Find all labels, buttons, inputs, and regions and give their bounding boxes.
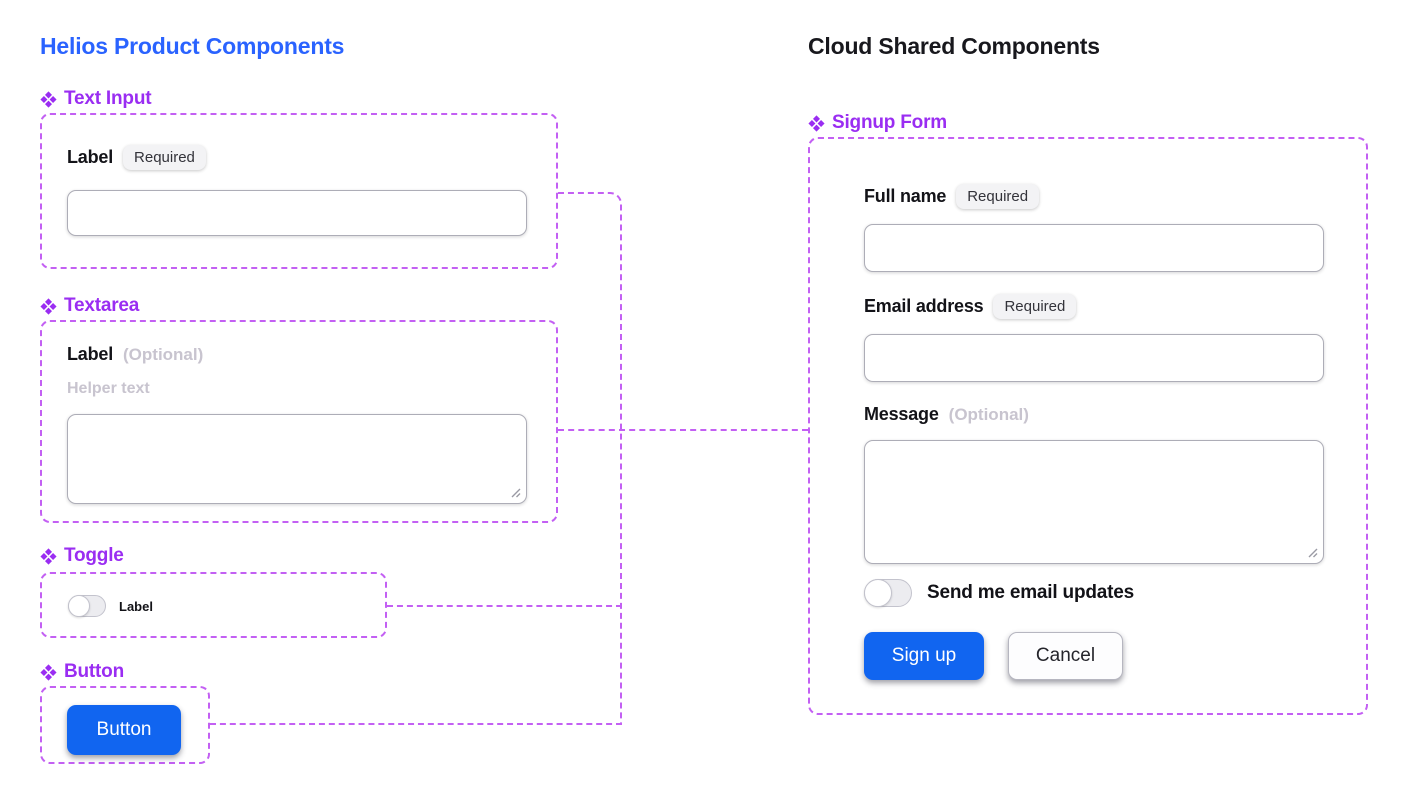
field-label: Message [864, 404, 939, 424]
full-name-input[interactable] [864, 224, 1324, 272]
field-label: Label [67, 344, 114, 364]
component-icon [40, 547, 57, 565]
component-name: Button [64, 661, 124, 682]
connector-text-input-trunk [558, 192, 622, 725]
textarea-component-frame: Label (Optional) Helper text [40, 320, 558, 523]
toggle-label: Label [119, 598, 153, 614]
resize-handle-icon[interactable] [509, 486, 522, 499]
component-label-textarea: Textarea [40, 295, 139, 317]
component-icon [40, 90, 57, 108]
right-column-title: Cloud Shared Components [808, 33, 1100, 59]
connector-toggle-to-trunk [387, 605, 622, 607]
toggle-knob [67, 594, 90, 617]
field-label: Email address [864, 296, 984, 316]
toggle-label: Send me email updates [927, 582, 1134, 603]
connector-textarea-to-form [558, 429, 808, 431]
sign-up-button[interactable]: Sign up [864, 632, 984, 680]
textarea-field[interactable] [67, 414, 527, 504]
toggle-component-frame: Label [40, 572, 387, 638]
component-name: Text Input [64, 88, 152, 109]
email-input[interactable] [864, 334, 1324, 382]
component-icon [808, 114, 825, 132]
field-label: Full name [864, 186, 947, 206]
optional-hint: (Optional) [123, 344, 204, 364]
component-label-toggle: Toggle [40, 545, 124, 567]
connector-button-to-trunk [210, 723, 622, 725]
text-input-component-frame: Label Required [40, 113, 558, 269]
component-label-signup-form: Signup Form [808, 112, 947, 134]
field-label: Label [67, 147, 114, 167]
optional-hint: (Optional) [948, 404, 1029, 424]
component-label-button: Button [40, 661, 124, 683]
resize-handle-icon[interactable] [1306, 546, 1319, 559]
message-textarea[interactable] [864, 440, 1324, 564]
toggle-switch[interactable] [67, 594, 106, 617]
required-badge: Required [123, 145, 206, 170]
cancel-button[interactable]: Cancel [1008, 632, 1123, 680]
left-column-title: Helios Product Components [40, 33, 345, 59]
component-name: Signup Form [832, 112, 947, 133]
required-badge: Required [993, 294, 1077, 319]
component-name: Toggle [64, 545, 124, 566]
toggle-knob [863, 578, 892, 607]
component-label-text-input: Text Input [40, 88, 152, 110]
signup-form-component-frame: Full name Required Email address Require… [808, 137, 1368, 715]
text-input-field[interactable] [67, 190, 527, 236]
component-name: Textarea [64, 295, 140, 316]
helper-text: Helper text [67, 380, 150, 397]
required-badge: Required [956, 184, 1040, 209]
email-updates-toggle[interactable] [863, 578, 912, 607]
component-icon [40, 663, 57, 681]
button-component-frame: Button [40, 686, 210, 764]
component-icon [40, 297, 57, 315]
primary-button[interactable]: Button [67, 705, 181, 755]
